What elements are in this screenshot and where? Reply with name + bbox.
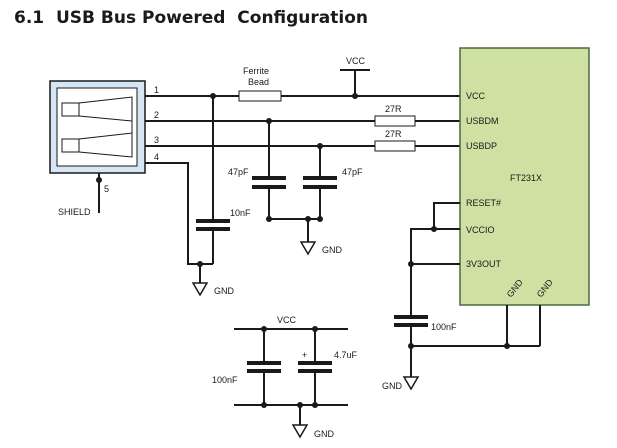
ground-symbol-mid — [299, 241, 317, 256]
ic-gnd1-node — [504, 343, 510, 349]
ferrite-bead — [238, 90, 282, 102]
resistor-usbdp — [374, 140, 416, 152]
c-vbus-label: 10nF — [230, 208, 251, 218]
c-bulk-large-polarity: + — [302, 350, 307, 360]
gnd-label-bottom: GND — [314, 429, 335, 439]
usb-connector — [49, 80, 146, 174]
ic-pin-vcc: VCC — [466, 91, 486, 101]
usb-gnd-wire — [145, 162, 213, 265]
usb-blade-upper — [78, 96, 133, 122]
resistor-usbdm-label: 27R — [385, 104, 402, 114]
resistor-usbdm — [374, 115, 416, 127]
reset-wire — [433, 202, 460, 229]
ic-pin-vccio: VCCIO — [466, 225, 495, 235]
decoupling-bottom-node-left — [261, 402, 267, 408]
ground-symbol-right — [402, 376, 420, 391]
ferrite-label-line2: Bead — [248, 77, 269, 87]
gnd-label-mid: GND — [322, 245, 343, 255]
usb-pin-1-label: 1 — [154, 85, 159, 95]
gnd-label-left: GND — [214, 286, 235, 296]
ic-pin-3v3out: 3V3OUT — [466, 259, 502, 269]
ic-ft231x — [459, 47, 590, 306]
ic-pin-usbdm: USBDM — [466, 116, 499, 126]
vcc-decoupling-label: VCC — [277, 315, 297, 325]
ground-symbol-bottom — [291, 424, 309, 439]
decoupling-bottom-node-right — [312, 402, 318, 408]
v3v3out-node — [408, 261, 414, 267]
c-bulk-large-label: 4.7uF — [334, 350, 358, 360]
c-3v3-label: 100nF — [431, 322, 457, 332]
usb-pin-4-label: 4 — [154, 152, 159, 162]
ic-name: FT231X — [510, 173, 542, 183]
c-dm-label: 47pF — [228, 167, 249, 177]
usb-blade-lower — [78, 132, 133, 158]
usb-connector-inner — [56, 87, 138, 167]
ic-pin-usbdp: USBDP — [466, 141, 497, 151]
gnd-label-right: GND — [382, 381, 403, 391]
section-number: 6.1 — [14, 8, 45, 28]
shield-node — [96, 177, 102, 183]
usb-contact-upper — [61, 102, 80, 117]
c-bulk-small-label: 100nF — [212, 375, 238, 385]
vcc-top-label: VCC — [346, 56, 366, 66]
ground-symbol-left — [191, 282, 209, 297]
shield-label: SHIELD — [58, 207, 91, 217]
usb-pin-2-label: 2 — [154, 110, 159, 120]
usb-contact-lower — [61, 138, 80, 153]
c-dp-gnd-node — [317, 216, 323, 222]
resistor-usbdp-label: 27R — [385, 129, 402, 139]
shield-pin-label: 5 — [104, 184, 109, 194]
c-dm-gnd-node — [266, 216, 272, 222]
page-title: 6.1 USB Bus Powered Configuration — [14, 8, 368, 28]
usb-pin-3-label: 3 — [154, 135, 159, 145]
ferrite-label-line1: Ferrite — [243, 66, 269, 76]
ic-pin-reset: RESET# — [466, 198, 501, 208]
c-dp-label: 47pF — [342, 167, 363, 177]
section-title: USB Bus Powered Configuration — [55, 8, 369, 28]
vccio-3v3-wire — [410, 228, 460, 317]
